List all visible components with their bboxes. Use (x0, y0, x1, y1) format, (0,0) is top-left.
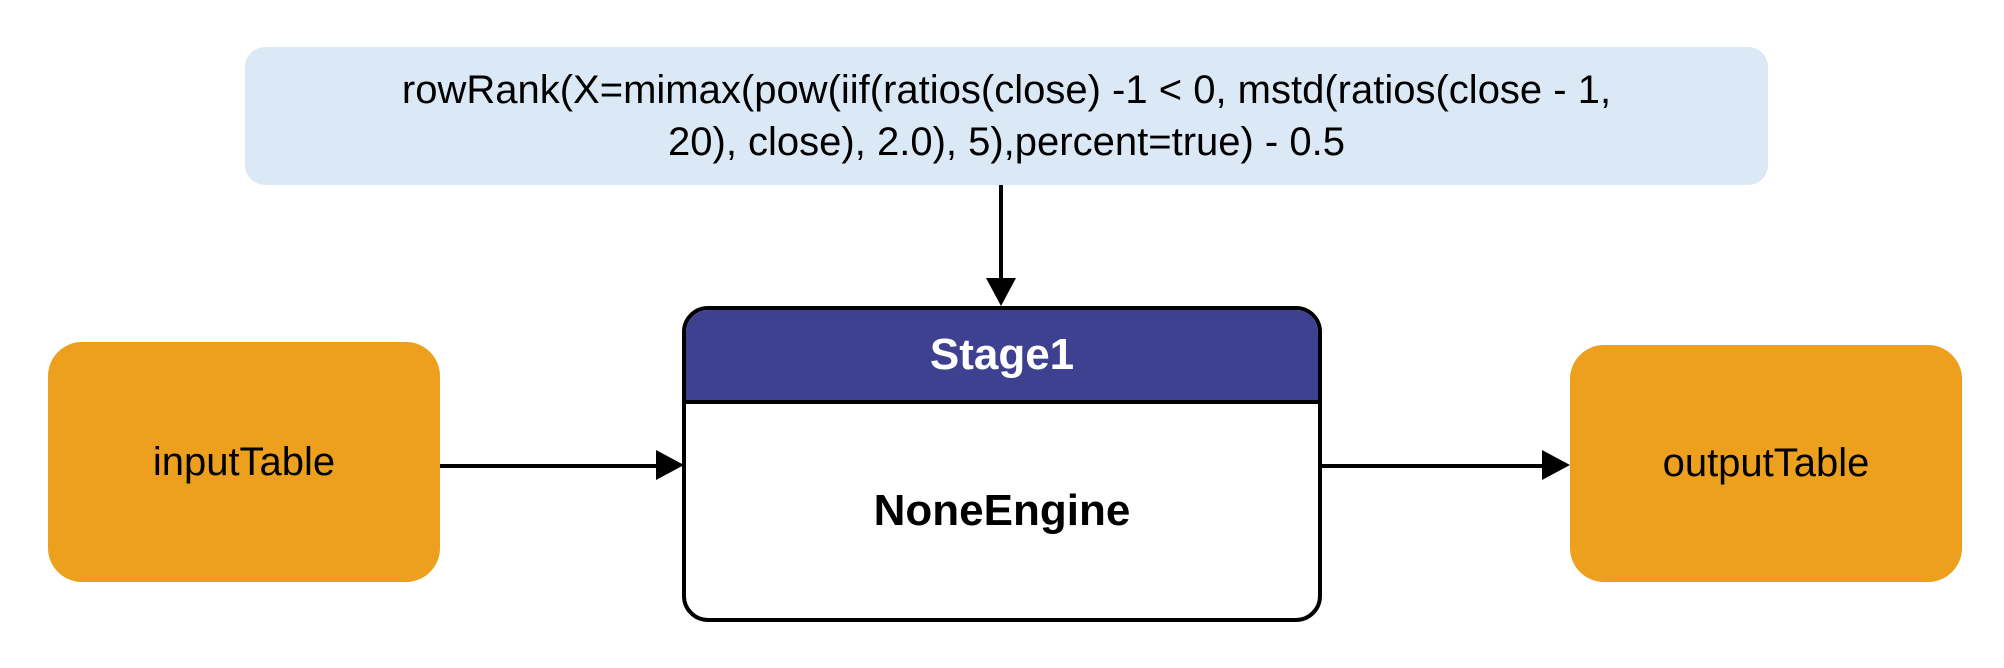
output-table-node: outputTable (1570, 345, 1962, 582)
input-table-label: inputTable (152, 439, 336, 484)
output-table-label: outputTable (1662, 441, 1870, 485)
arrowhead-down-icon (986, 278, 1016, 306)
input-table-node: inputTable (48, 342, 440, 582)
edge-input-to-stage (440, 464, 658, 468)
stage1-title: Stage1 (929, 330, 1075, 379)
stage1-header: Stage1 (686, 310, 1318, 404)
arrowhead-right-icon (1542, 450, 1570, 480)
edge-formula-to-stage (999, 185, 1003, 280)
stage1-node: Stage1 NoneEngine (682, 306, 1322, 622)
edge-stage-to-output (1322, 464, 1542, 468)
arrowhead-right-icon (656, 450, 684, 480)
stage1-engine-label: NoneEngine (873, 486, 1131, 535)
stage1-body: NoneEngine (686, 404, 1318, 618)
formula-text: rowRank(X=mimax(pow(iif(ratios(close) -1… (401, 68, 1612, 164)
formula-annotation: rowRank(X=mimax(pow(iif(ratios(close) -1… (245, 47, 1768, 185)
